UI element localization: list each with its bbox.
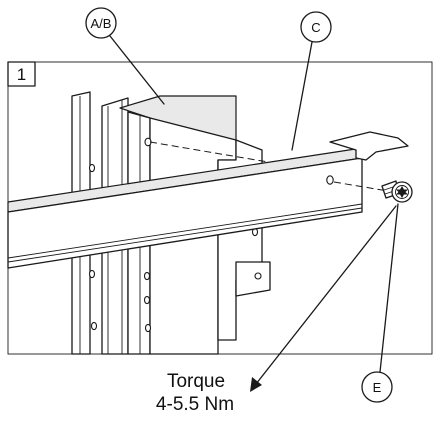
callout-c-label: C	[311, 20, 320, 35]
leader-ab	[109, 35, 165, 105]
torque-arrow	[250, 205, 397, 392]
callout-ab: A/B	[85, 7, 117, 39]
rail-c	[7, 131, 409, 269]
step-number-box	[7, 61, 36, 87]
callout-c: C	[300, 11, 332, 43]
callout-ab-label: A/B	[91, 16, 112, 31]
alignment-line-ab	[149, 141, 269, 163]
callout-e: E	[361, 371, 393, 403]
callout-e-label: E	[373, 380, 382, 395]
torque-label: Torque	[167, 371, 225, 392]
step-number: 1	[17, 65, 26, 84]
screw-e	[381, 180, 413, 203]
torque-value: 4-5.5 Nm	[156, 394, 234, 415]
leader-e	[379, 203, 399, 373]
leader-c	[291, 41, 313, 151]
